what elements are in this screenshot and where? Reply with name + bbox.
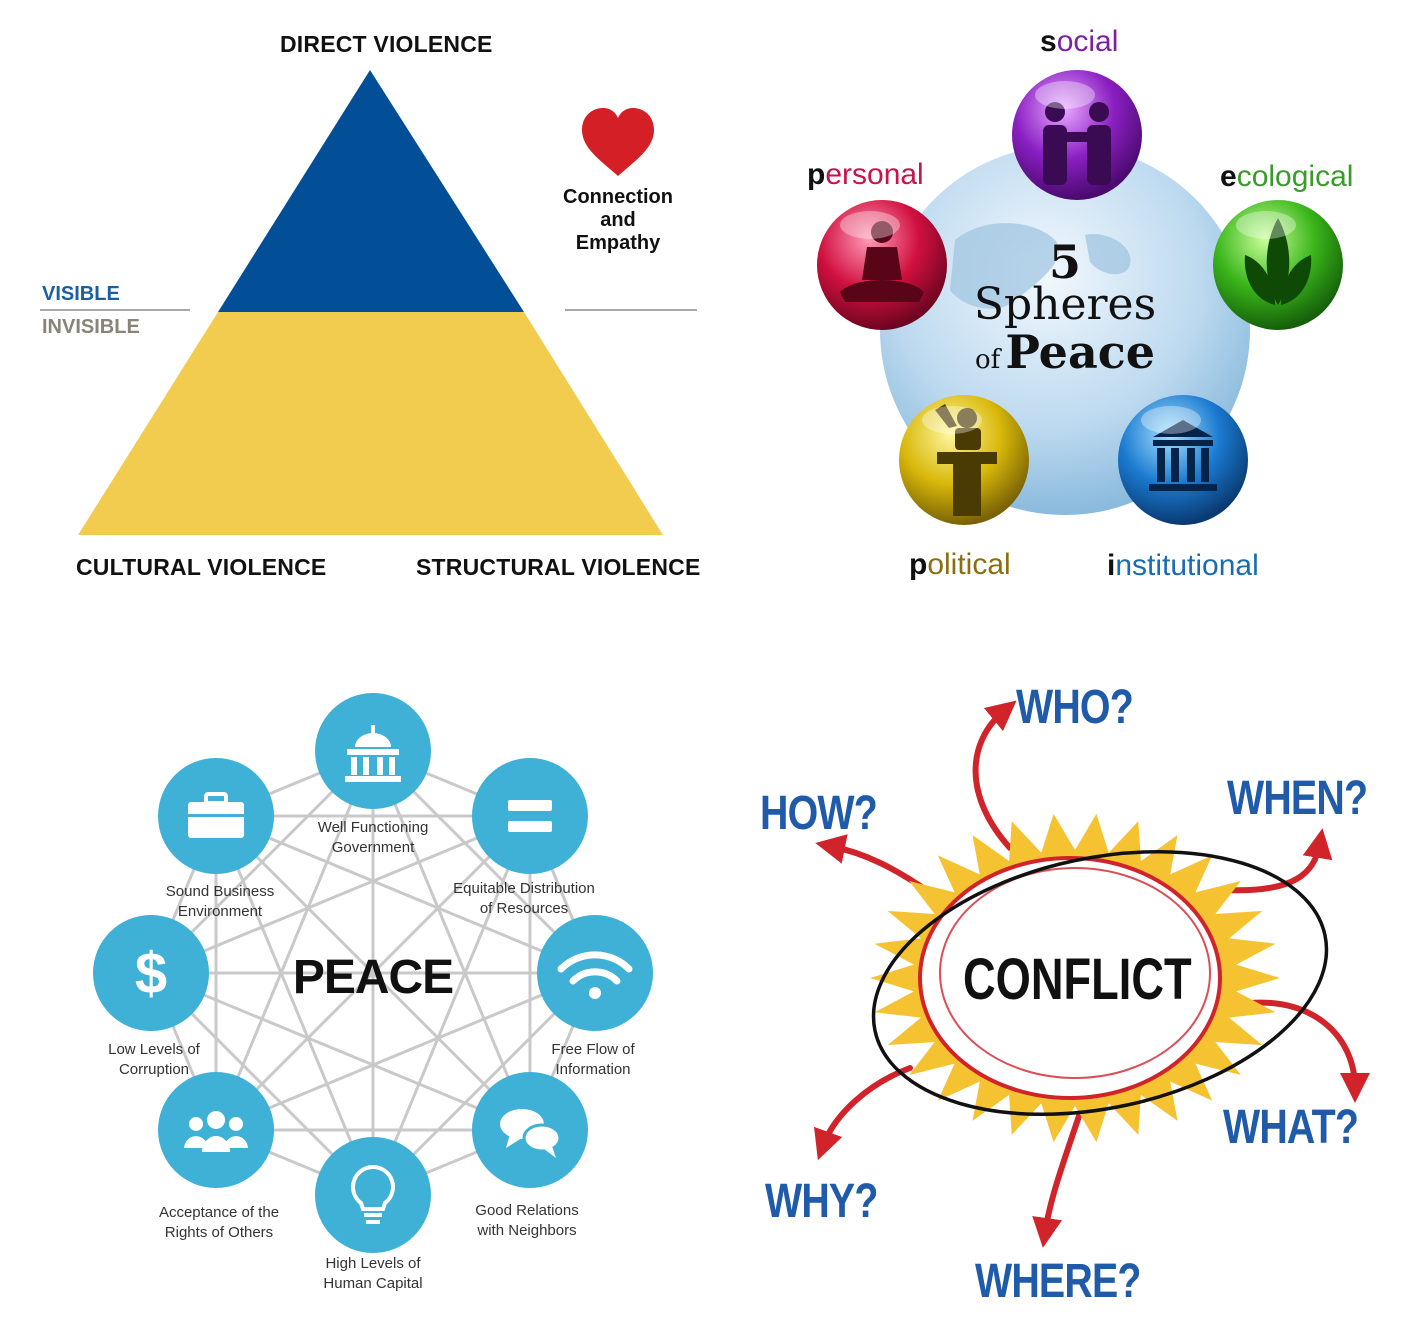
podium-icon [935, 404, 997, 516]
spheres-title-word: Spheres [973, 279, 1157, 330]
peace-link-line [214, 814, 532, 1132]
peace-network-graphic: $ [93, 693, 653, 1253]
peace-link-line [214, 750, 375, 1131]
invisible-label: INVISIBLE [42, 316, 140, 338]
cultural-violence-label: CULTURAL VIOLENCE [76, 554, 327, 580]
arrow-who [972, 700, 1017, 851]
direct-violence-label: DIRECT VIOLENCE [280, 31, 493, 57]
peace-link-line [150, 814, 531, 975]
violence-triangle-graphic [40, 70, 697, 535]
peace-link-line [215, 971, 596, 1132]
peace-center-label: PEACE [292, 951, 454, 1004]
peace-link-line [371, 750, 532, 1131]
question-what: WHAT? [1223, 1101, 1359, 1154]
group-icon [184, 1110, 249, 1152]
question-why: WHY? [765, 1175, 878, 1228]
peace-node [315, 1137, 431, 1253]
heart-caption-line3: Empathy [575, 232, 661, 254]
arrow-what [1247, 999, 1370, 1103]
conflict-black-ellipse [871, 849, 1329, 1117]
peace-node [471, 758, 588, 875]
globe-continents [950, 223, 1131, 309]
spheres-title-peace: Peace [1005, 325, 1156, 379]
five-spheres-graphic [817, 70, 1343, 525]
svg-text:$: $ [135, 941, 167, 1006]
spheres-title-number: 5 [1048, 235, 1081, 289]
triangle-direct-section [218, 70, 524, 312]
arrow-when [1222, 828, 1333, 894]
five-spheres-panel: 5 Spheres of Peace social personal ecolo… [705, 0, 1409, 668]
lightbulb-icon [351, 1164, 395, 1224]
label-political: political [909, 548, 1011, 581]
peace-link-line [215, 814, 596, 975]
question-when: WHEN? [1227, 772, 1368, 825]
arrow-why [814, 1065, 913, 1161]
heart-icon [582, 108, 654, 176]
spheres-title-of: of [974, 345, 1001, 375]
conflict-graphic [814, 700, 1370, 1248]
peace-node [93, 915, 209, 1031]
conflict-panel: CONFLICT WHO? HOW? WHEN? WHAT? WHY? WHER… [705, 668, 1409, 1336]
question-who: WHO? [1016, 681, 1134, 734]
structural-violence-label: STRUCTURAL VIOLENCE [416, 554, 701, 580]
label-social: social [1040, 25, 1119, 58]
heart-caption-line1: Connection [563, 186, 673, 208]
peace-link-line [150, 971, 531, 1132]
peace-link-line [214, 815, 375, 1196]
leaf-icon [1244, 218, 1312, 305]
spheres-title: 5 Spheres of Peace [955, 235, 1175, 387]
dollar-icon: $ [135, 941, 167, 1006]
question-where: WHERE? [975, 1255, 1141, 1308]
question-how: HOW? [760, 787, 878, 840]
heart-caption-line2: and [600, 209, 636, 231]
briefcase-icon [188, 792, 245, 839]
conflict-red-ring [918, 856, 1222, 1100]
visible-label: VISIBLE [42, 283, 120, 305]
peace-node [158, 1071, 275, 1188]
label-institutional: institutional [1107, 549, 1259, 582]
heart-caption: Connection and Empathy [548, 186, 688, 255]
sphere-institutional [1118, 395, 1248, 525]
conflict-center-label: CONFLICT [963, 947, 1192, 1012]
sphere-ecological [1213, 200, 1343, 330]
sphere-personal [817, 200, 947, 330]
sphere-social [1012, 70, 1142, 200]
spheres-title-bottom: of Peace [955, 328, 1175, 387]
triangle-invisible-section [78, 312, 663, 535]
chat-icon [499, 1108, 562, 1158]
wifi-icon [557, 951, 633, 999]
people-icon [1043, 102, 1111, 185]
meditation-icon [840, 221, 924, 302]
arrow-where [1032, 1110, 1083, 1248]
building-icon [1149, 420, 1217, 491]
label-ecological: ecological [1220, 160, 1354, 193]
equals-icon [507, 800, 552, 833]
sphere-political [899, 395, 1029, 525]
conflict-red-ring-2 [939, 867, 1211, 1079]
peace-link-line [371, 815, 532, 1196]
violence-triangle-panel: DIRECT VIOLENCE CULTURAL VIOLENCE STRUCT… [0, 0, 704, 668]
capitol-icon [345, 725, 401, 782]
label-personal: personal [807, 158, 924, 191]
